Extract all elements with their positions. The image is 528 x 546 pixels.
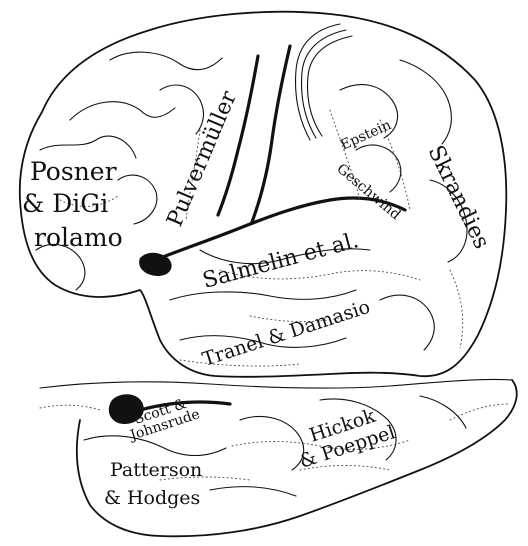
gyrus-1 bbox=[70, 102, 175, 120]
lower-gyrus-5 bbox=[210, 487, 296, 496]
label-posner-line1: Posner bbox=[30, 157, 117, 186]
label-patterson-line2: & Hodges bbox=[104, 487, 200, 509]
lower-brain bbox=[40, 379, 517, 536]
lower-dotted-1 bbox=[40, 405, 100, 410]
lower-top-edge bbox=[40, 379, 512, 388]
label-epstein-line2: Geschwind bbox=[333, 161, 403, 223]
gyrus-5 bbox=[118, 175, 157, 224]
label-posner-line3: rolamo bbox=[34, 223, 123, 252]
gyrus-3 bbox=[110, 52, 222, 70]
label-salmelin: Salmelin et al. bbox=[200, 228, 361, 294]
labels: Posner & DiGi rolamo Pulvermüller Epstei… bbox=[22, 87, 494, 509]
motor-strip-b bbox=[302, 30, 346, 138]
lower-gyrus-1 bbox=[84, 436, 226, 456]
dotted-sulcus-5 bbox=[450, 270, 463, 348]
gyrus-12 bbox=[380, 295, 434, 350]
dotted-sulcus-6 bbox=[180, 360, 300, 366]
label-posner-line2: & DiGi bbox=[22, 189, 108, 218]
motor-strip-a bbox=[296, 24, 340, 140]
central-sulcus-2 bbox=[252, 46, 290, 222]
lower-gyrus-4 bbox=[420, 396, 466, 428]
label-skrandies: Skrandies bbox=[423, 142, 494, 253]
gyrus-4 bbox=[160, 85, 203, 134]
gyrus-10 bbox=[170, 290, 356, 300]
motor-strip-c bbox=[308, 36, 352, 136]
gyrus-2 bbox=[40, 136, 136, 158]
label-tranel: Tranel & Damasio bbox=[200, 296, 373, 371]
label-patterson-line1: Patterson bbox=[110, 459, 202, 481]
gyrus-7 bbox=[400, 60, 451, 144]
